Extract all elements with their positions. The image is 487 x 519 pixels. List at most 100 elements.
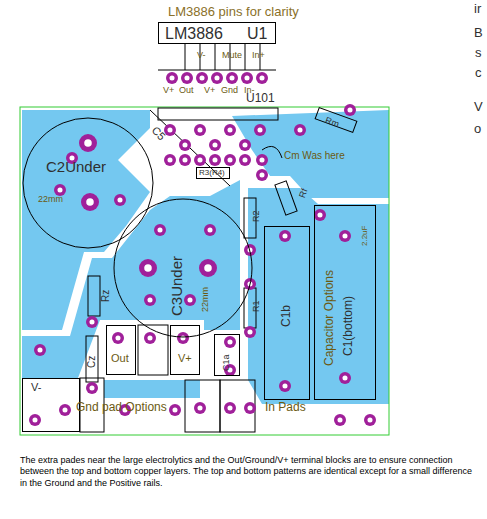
pad bbox=[194, 154, 206, 166]
pad bbox=[139, 259, 157, 277]
pad bbox=[112, 332, 124, 344]
pad bbox=[256, 72, 268, 84]
pad bbox=[279, 230, 291, 242]
pad bbox=[339, 230, 351, 242]
pad-hole bbox=[89, 385, 94, 390]
pad-hole bbox=[247, 329, 252, 334]
pad-hole bbox=[147, 297, 152, 302]
pad-hole bbox=[32, 417, 37, 422]
rf-outline bbox=[275, 181, 297, 215]
pad bbox=[144, 294, 156, 306]
silkscreen-label: Mute bbox=[222, 51, 242, 61]
terminal-block: Out bbox=[106, 325, 136, 375]
silkscreen-label: Cz bbox=[86, 356, 97, 368]
pad bbox=[181, 72, 193, 84]
node-text: C1b bbox=[280, 305, 293, 327]
pad-hole bbox=[282, 383, 287, 388]
pad bbox=[224, 154, 236, 166]
pad-hole bbox=[37, 347, 42, 352]
pad-hole bbox=[229, 75, 234, 80]
pad-hole bbox=[347, 107, 352, 112]
circle-outline bbox=[22, 117, 154, 249]
pad bbox=[204, 224, 216, 236]
rm-outline bbox=[315, 108, 357, 133]
pad bbox=[314, 209, 326, 221]
silkscreen-label: Gnd pad Options bbox=[76, 401, 167, 414]
pad bbox=[79, 134, 97, 152]
in-pad-box bbox=[185, 380, 220, 432]
pad bbox=[34, 344, 46, 356]
pad-hole bbox=[86, 198, 94, 206]
pad-hole bbox=[147, 335, 152, 340]
pad bbox=[81, 193, 99, 211]
resistor-box: R3(R4) bbox=[196, 167, 230, 179]
board-outline bbox=[20, 107, 389, 435]
pad bbox=[177, 332, 189, 344]
pad-hole bbox=[182, 157, 187, 162]
capacitor-box: C1b bbox=[264, 226, 310, 400]
silkscreen-label: o bbox=[474, 122, 481, 136]
silkscreen-label: ir bbox=[474, 2, 481, 16]
pad-hole bbox=[282, 233, 287, 238]
pad bbox=[184, 294, 196, 306]
pad bbox=[179, 139, 191, 151]
silkscreen-label: s bbox=[475, 46, 482, 60]
node-text: Out bbox=[111, 352, 129, 364]
pad-hole bbox=[207, 227, 212, 232]
pad bbox=[154, 224, 166, 236]
pad-hole bbox=[257, 127, 262, 132]
node-text: U1 bbox=[247, 25, 267, 43]
terminal-block: V+ bbox=[170, 325, 200, 375]
pad bbox=[256, 169, 268, 181]
pad-hole bbox=[244, 75, 249, 80]
node-text: C2Under bbox=[46, 159, 106, 176]
pad bbox=[244, 402, 256, 414]
silkscreen-label: V+ bbox=[163, 86, 174, 96]
silkscreen-label: V+ bbox=[204, 86, 215, 96]
silkscreen-label: In Pads bbox=[265, 401, 306, 414]
pad bbox=[339, 372, 351, 384]
pad bbox=[211, 72, 223, 84]
caption: The extra pades near the large electroly… bbox=[20, 455, 475, 489]
pad-hole bbox=[182, 142, 187, 147]
pad bbox=[224, 402, 236, 414]
pad-hole bbox=[247, 405, 252, 410]
pad-hole bbox=[367, 417, 372, 422]
copper-region bbox=[104, 380, 200, 398]
pad-hole bbox=[212, 142, 217, 147]
pad-hole bbox=[342, 233, 347, 238]
pad-hole bbox=[259, 172, 264, 177]
pad-hole bbox=[242, 142, 247, 147]
pad bbox=[334, 414, 346, 426]
pad bbox=[194, 124, 206, 136]
ic-symbol: LM3886U1 bbox=[158, 22, 276, 44]
pad-hole bbox=[169, 75, 174, 80]
node-text: 22mm bbox=[201, 287, 211, 312]
pad bbox=[364, 414, 376, 426]
pad-hole bbox=[227, 127, 232, 132]
pad-hole bbox=[187, 297, 192, 302]
pad-hole bbox=[89, 319, 94, 324]
pad-hole bbox=[117, 197, 122, 202]
capacitor-box: C1a bbox=[214, 334, 240, 376]
pad bbox=[239, 139, 251, 151]
pad-hole bbox=[212, 157, 217, 162]
node-text: C3Under bbox=[169, 256, 186, 316]
c5-outline bbox=[150, 110, 230, 186]
pad bbox=[294, 124, 306, 136]
pad bbox=[199, 259, 217, 277]
pad bbox=[256, 154, 268, 166]
pad bbox=[114, 194, 126, 206]
pad-hole bbox=[317, 212, 322, 217]
pad bbox=[196, 72, 208, 84]
pin-leads bbox=[185, 44, 260, 70]
pad bbox=[226, 72, 238, 84]
node-text: V+ bbox=[178, 352, 192, 364]
pad bbox=[241, 72, 253, 84]
silkscreen-label: U101 bbox=[246, 92, 275, 105]
silkscreen-label: In+ bbox=[252, 51, 265, 61]
terminal-block bbox=[138, 325, 168, 375]
copper-region bbox=[248, 188, 389, 404]
capacitor-box: Capacitor OptionsC1(bottom)2.2uF bbox=[314, 205, 376, 400]
